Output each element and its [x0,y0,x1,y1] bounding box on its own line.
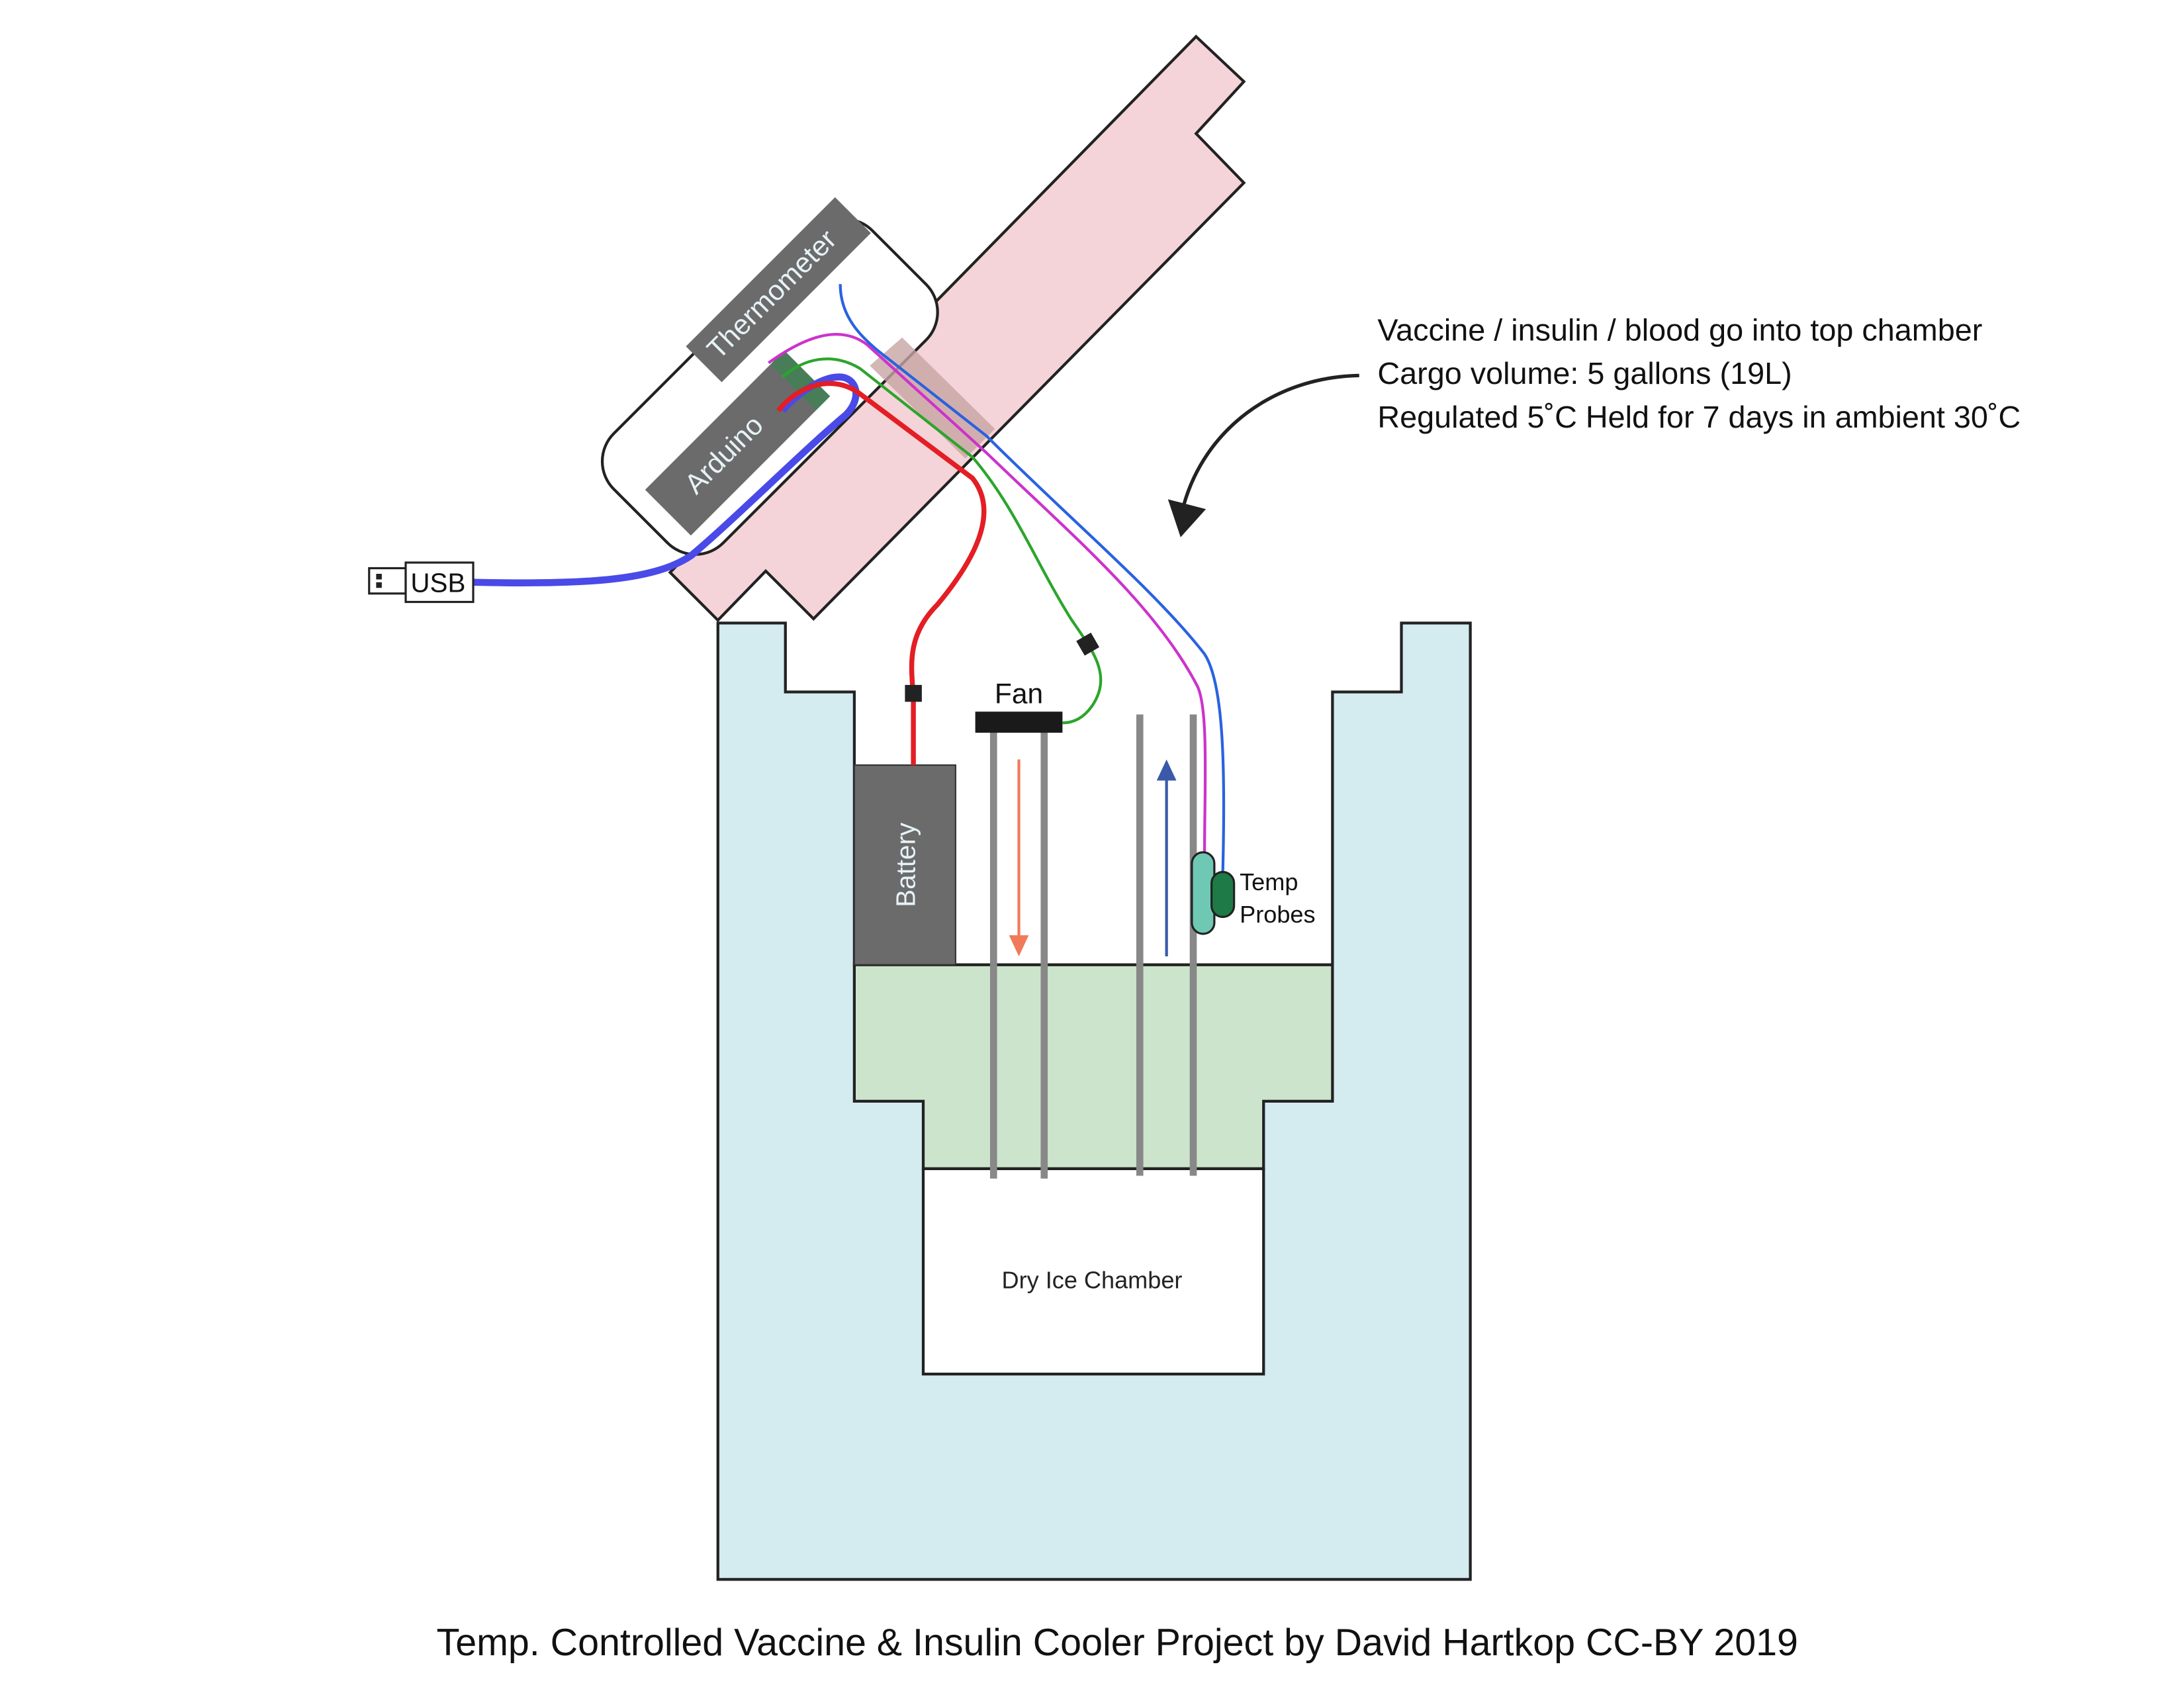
dry-ice-chamber [921,1167,1265,1376]
dry-ice-chamber-label: Dry Ice Chamber [1002,1267,1183,1294]
thermometer-module [686,197,871,383]
insulation-layer [852,963,1334,1170]
wire-blue [839,284,1226,872]
airflow-up-arrow [1156,759,1177,956]
annotation-arrow [1181,373,1359,507]
temp-probes-label-line2: Probes [1240,901,1315,928]
usb-cable [473,373,860,587]
airflow-down-arrow [1009,759,1029,956]
arduino-module [645,350,831,536]
cooler-lid [668,34,1246,623]
usb-label: USB [410,568,465,598]
temp-probe-dark [1210,870,1236,919]
annotation-line2: Cargo volume: 5 gallons (19L) [1377,356,1792,390]
wire-magenta [768,333,1207,858]
fan-label: Fan [995,679,1043,710]
annotation-line3: Regulated 5˚C Held for 7 days in ambient… [1377,400,2021,434]
temp-probes-label-line1: Temp [1240,868,1298,895]
arduino-header-strip [770,350,831,410]
wire-green [782,357,1103,725]
fan [975,711,1063,733]
usb-plug [368,561,475,604]
annotation-line1: Vaccine / insulin / blood go into top ch… [1377,312,1982,347]
wire-red-connector [905,684,922,702]
battery-label: Battery [890,822,921,907]
wire-green-connector [1076,632,1100,656]
wire-red [776,381,987,765]
battery [853,764,956,966]
annotation-arrowhead [1167,499,1206,537]
diagram-caption: Temp. Controlled Vaccine & Insulin Coole… [437,1622,1798,1664]
